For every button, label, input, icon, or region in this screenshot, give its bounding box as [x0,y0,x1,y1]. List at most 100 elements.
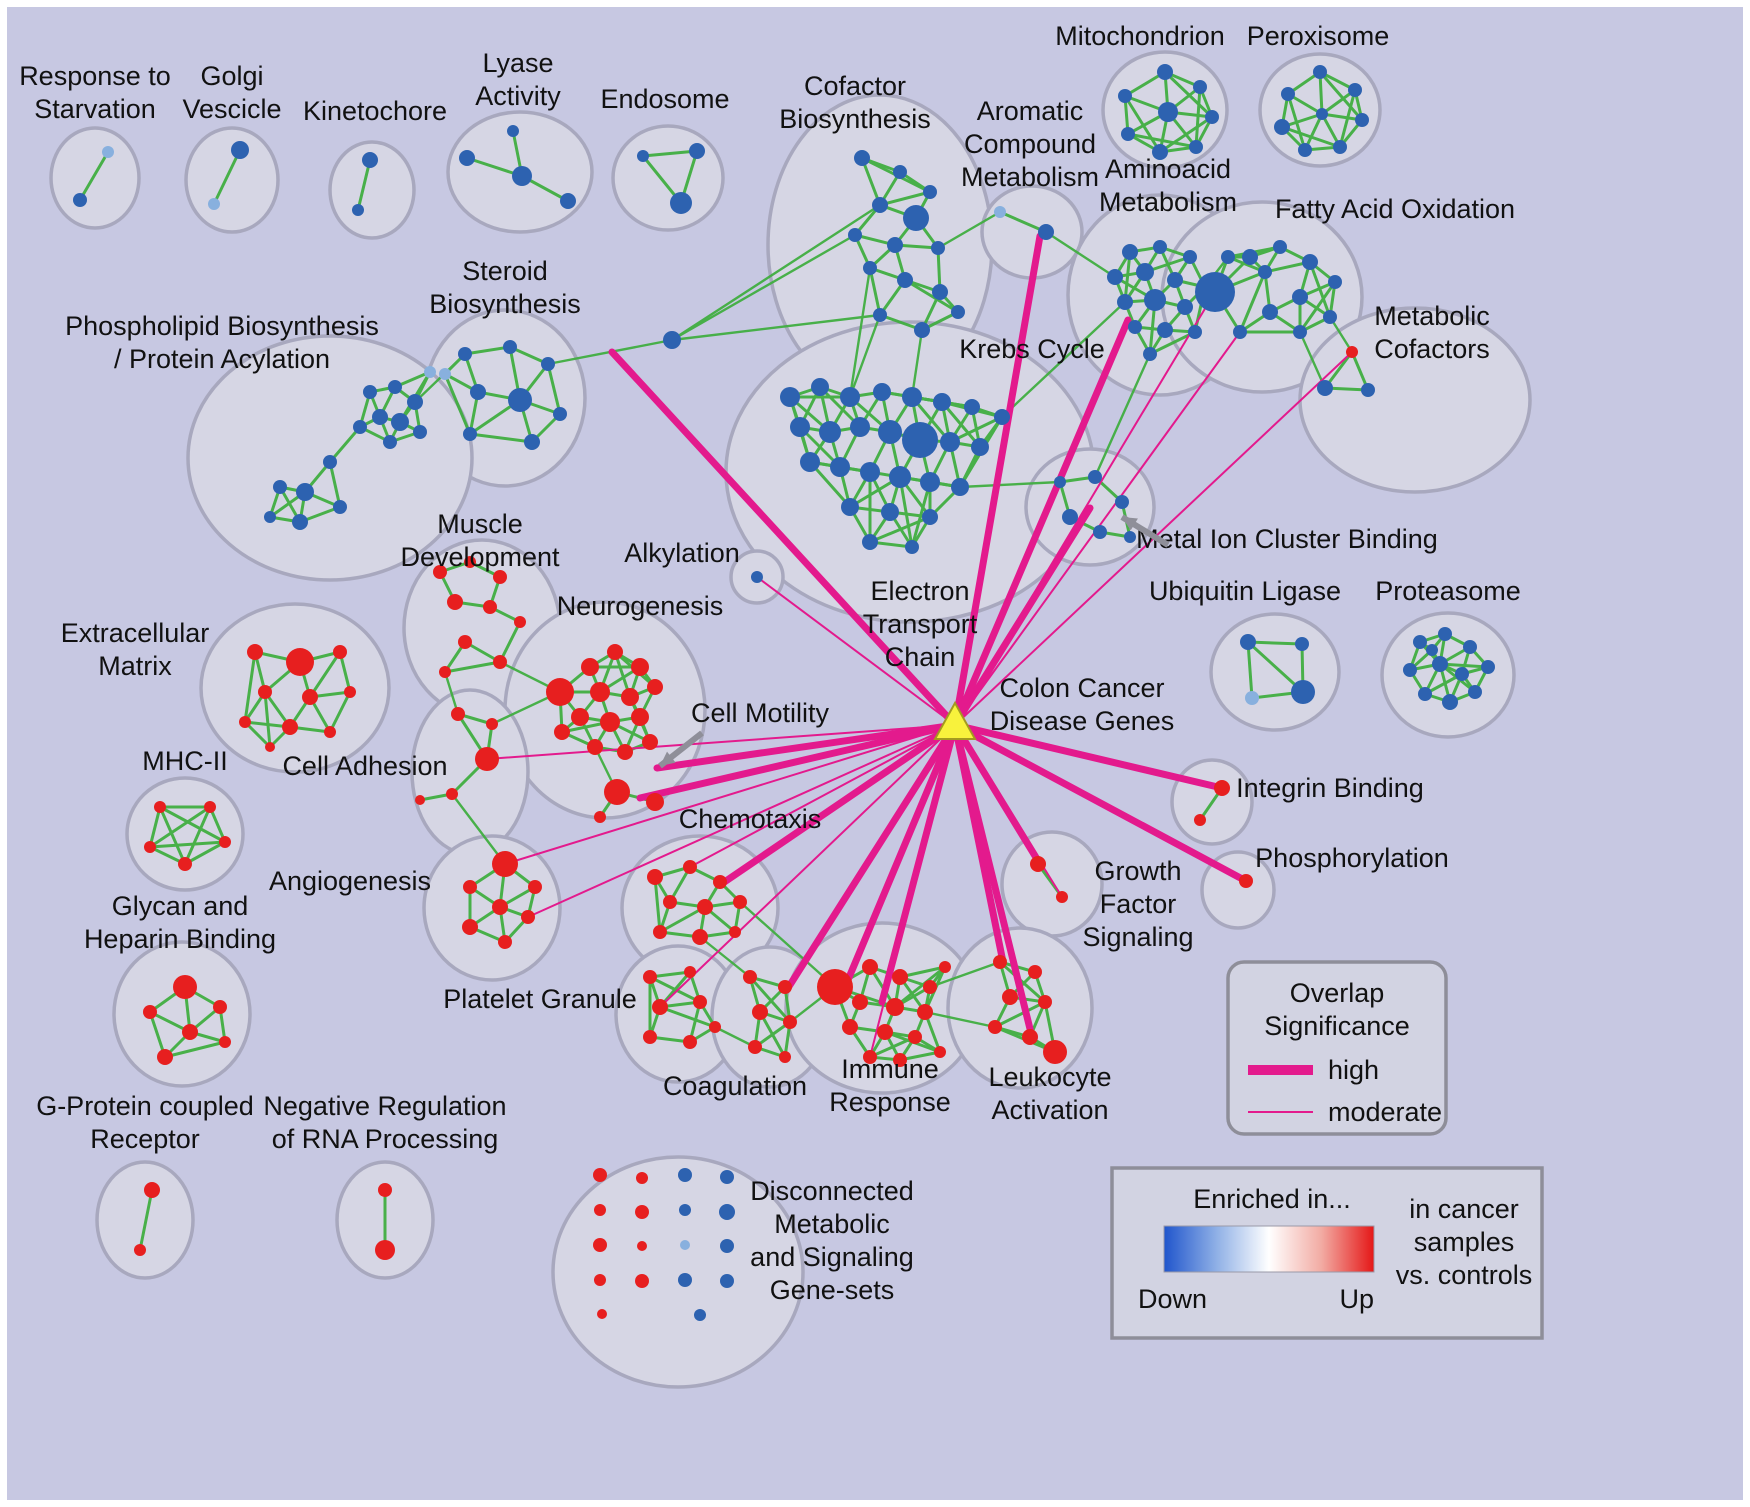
aromatic-compound-metabolism-node [994,206,1006,218]
immune-response-node [842,1019,858,1035]
neurogenesis-node [600,712,620,732]
overlap-edge-moderate [869,724,956,1058]
steroid-biosynthesis-edge [443,372,472,436]
ubiquitin-ligase-node [1240,634,1256,650]
peroxisome-node [1298,143,1312,157]
cluster-label-cell-motility: Cell Motility [691,698,830,728]
coagulation-node [743,970,757,984]
aminoacid-metabolism-node [1144,289,1166,311]
cofactor-biosynthesis-edge [860,156,882,207]
cluster-label-metal-ion-cluster-binding: Metal Ion Cluster Binding [1136,524,1438,554]
mitochondrion-node [1193,80,1207,94]
mitochondrion-node [1121,127,1135,141]
electron-transport-chain-node [933,393,951,411]
neurogenesis-node [631,708,649,726]
overlap-edge-moderate [527,724,956,918]
overlap-edge-high [951,316,1132,729]
cluster-ellipse-kinetochore [328,140,416,240]
phospholipid-protein-acylation-node [372,409,388,425]
cluster-label-kinetochore: Kinetochore [303,96,447,126]
inter-cluster-edge [1000,300,1127,419]
aminoacid-metabolism-node [1183,250,1197,264]
inter-cluster-edge [670,233,857,342]
overlap-edge-high [784,721,959,992]
cofactor-biosynthesis-edge [868,266,882,317]
ubiquitin-ligase-edge [1246,640,1254,700]
inter-cluster-edge [450,792,507,866]
immune-response-node [892,969,908,985]
mitochondrion-edge [1194,85,1202,149]
extracellular-matrix-edge [243,650,257,724]
g-protein-coupled-receptor-node [134,1244,146,1256]
lyase-activity-node [512,166,532,186]
aminoacid-metabolism-edge [1123,250,1132,304]
cluster-label-integrin-binding: Integrin Binding [1236,773,1424,803]
phosphorylation-node [1239,874,1253,888]
peroxisome-edge [1318,70,1364,122]
platelet-granule-node [684,966,696,978]
cluster-label-angiogenesis: Angiogenesis [269,866,431,896]
proteasome-node [1426,644,1438,656]
inter-cluster-edge [928,960,1002,989]
chemotaxis-node [683,860,697,874]
float-label-krebs-cycle: Krebs Cycle [959,334,1105,364]
proteasome-node [1413,635,1427,649]
muscle-development-node [458,635,472,649]
coagulation-edge [748,975,792,1024]
steroid-biosynthesis-node [503,340,517,354]
electron-transport-chain-node [873,383,891,401]
leukocyte-activation-node [1038,995,1052,1009]
disconnected-gene-sets-node [719,1204,735,1220]
muscle-development-node [493,570,507,584]
cluster-label-fatty-acid-oxidation: Fatty Acid Oxidation [1275,194,1515,224]
chemotaxis-node [653,925,667,939]
aromatic-compound-metabolism-edge [998,210,1048,234]
electron-transport-chain-node [878,420,902,444]
leukocyte-activation-node [1002,989,1018,1005]
angiogenesis-node [492,851,518,877]
fatty-acid-oxidation-node [1258,265,1272,279]
disconnected-gene-sets-node [720,1239,734,1253]
mhc-ii-node [154,801,166,813]
disconnected-gene-sets-node [720,1274,734,1288]
inter-cluster-edge [1298,330,1327,390]
mitochondrion-node [1118,89,1132,103]
phospholipid-protein-acylation-edge [328,460,342,509]
aminoacid-metabolism-node [1128,320,1142,334]
fatty-acid-oxidation-node [1242,249,1258,265]
endosome-edge [641,149,699,158]
enriched-down-label: Down [1138,1284,1207,1314]
leukocyte-activation-edge [993,1000,1047,1029]
metal-ion-cluster-binding-node [1093,525,1107,539]
mhc-ii-edge [158,805,227,844]
phospholipid-protein-acylation-node [292,514,308,530]
phospholipid-protein-acylation-node [323,455,337,469]
aminoacid-metabolism-node [1136,263,1154,281]
cluster-ellipse-glycan-heparin-binding [112,940,252,1088]
kinetochore-node [352,204,364,216]
metal-ion-cluster-binding-node [1088,470,1102,484]
leukocyte-activation-node [1028,965,1042,979]
glycan-heparin-binding-node [213,1000,227,1014]
fatty-acid-oxidation-node [1302,254,1318,270]
electron-transport-chain-node [819,421,841,443]
aminoacid-metabolism-node [1143,347,1157,361]
neurogenesis-node [546,678,574,706]
extracellular-matrix-node [239,716,251,728]
enriched-up-label: Up [1339,1284,1374,1314]
mhc-ii-node [178,857,192,871]
aminoacid-metabolism-node [1107,269,1123,285]
electron-transport-chain-edge [910,480,932,549]
cluster-ellipse-disconnected-gene-sets [551,1155,805,1389]
cluster-label-mhc-ii: MHC-II [142,746,227,776]
neurogenesis-node [590,682,610,702]
disconnected-gene-sets-node [636,1172,648,1184]
electron-transport-chain-node [905,540,919,554]
overlap-edge-moderate [689,724,956,868]
muscle-development-node [439,666,451,678]
